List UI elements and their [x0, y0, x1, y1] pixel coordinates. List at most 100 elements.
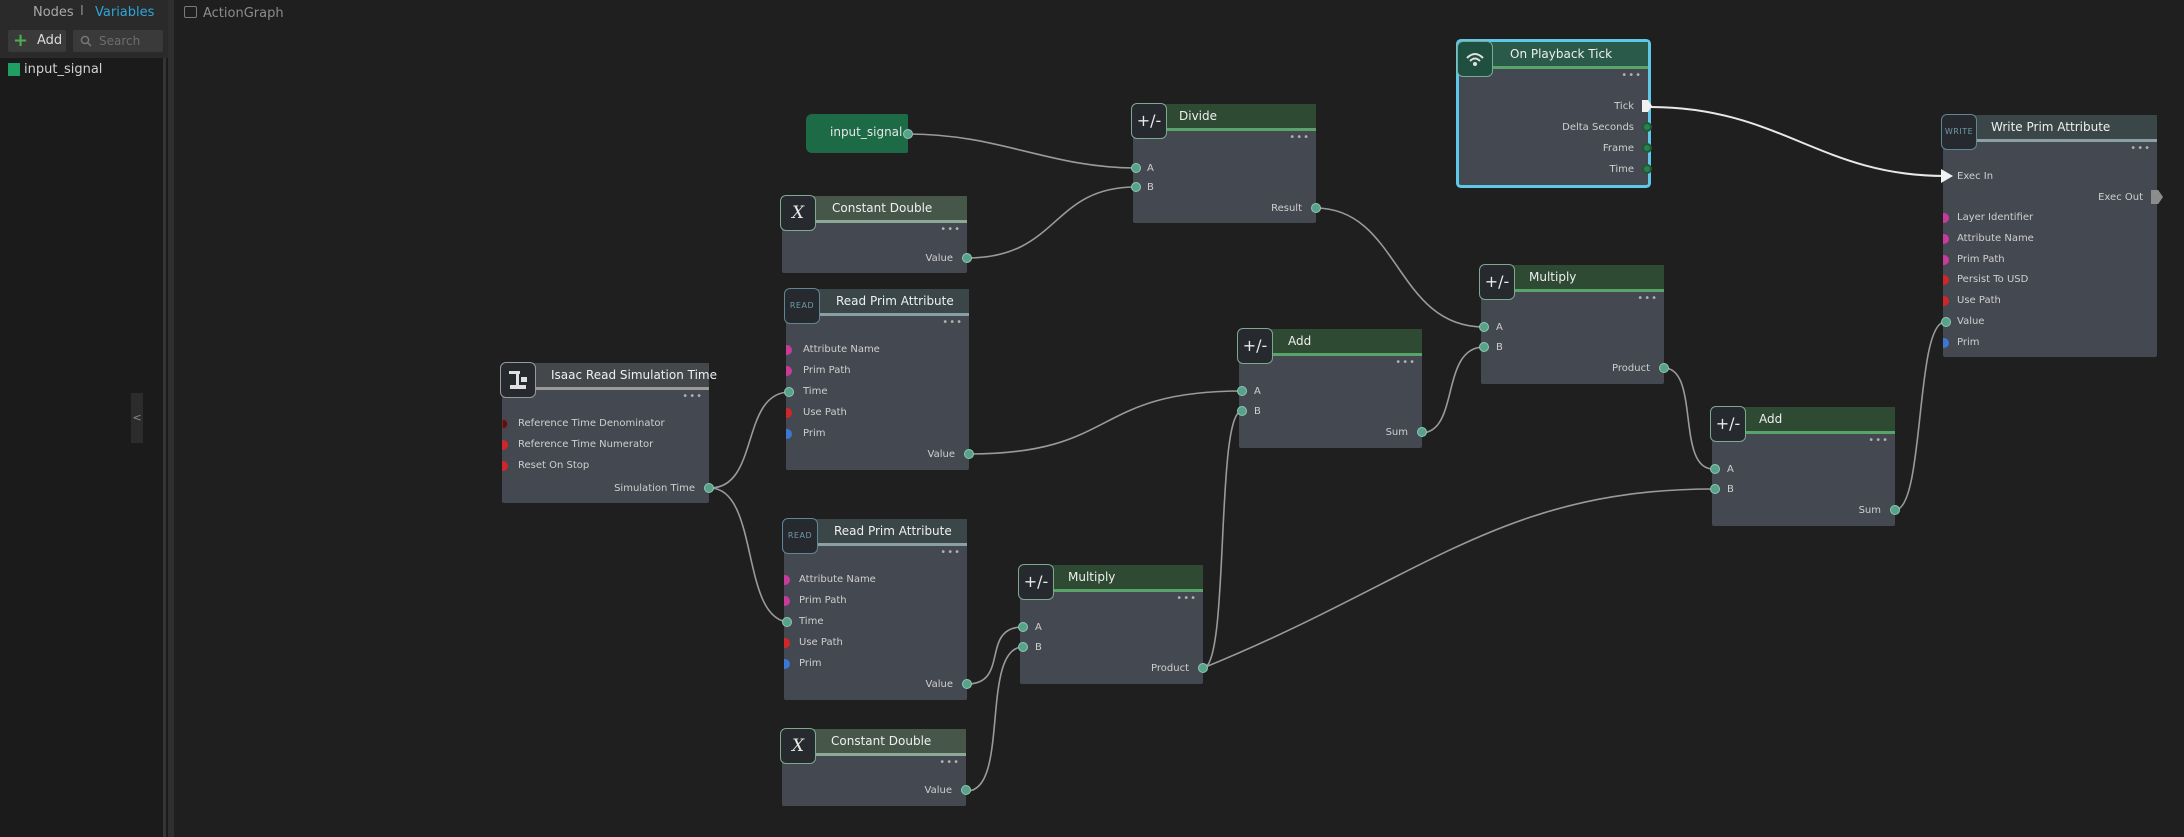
port-sum[interactable] — [1890, 505, 1900, 515]
port-a[interactable] — [1018, 622, 1028, 632]
port-attribute-name[interactable] — [786, 345, 792, 355]
node-isaac-read-simulation-time[interactable]: Isaac Read Simulation Time ••• Reference… — [500, 362, 717, 503]
node-options-button[interactable]: ••• — [942, 317, 963, 328]
wire-simtime-to-read2[interactable] — [709, 487, 791, 623]
wire-var-to-divide-a[interactable] — [907, 133, 1137, 169]
tab-variables[interactable]: Variables — [95, 5, 155, 20]
node-options-button[interactable]: ••• — [939, 757, 960, 768]
port-sum[interactable] — [1417, 427, 1427, 437]
node-constant-double[interactable]: X Constant Double ••• Value — [780, 728, 971, 806]
port-prim[interactable] — [1943, 338, 1949, 348]
port-a[interactable] — [1131, 163, 1141, 173]
search-input[interactable] — [99, 32, 159, 50]
port-prim[interactable] — [784, 659, 790, 669]
wire-mult2-to-add2-b[interactable] — [1202, 488, 1714, 669]
port-b[interactable] — [1710, 484, 1720, 494]
node-read-prim-attribute[interactable]: READ Read Prim Attribute ••• Attribute N… — [784, 288, 974, 470]
node-header[interactable] — [502, 363, 709, 389]
port-delta-seconds[interactable] — [1642, 122, 1652, 132]
port-b[interactable] — [1479, 342, 1489, 352]
wire-divide-to-mult1-a[interactable] — [1314, 207, 1485, 328]
port-reference-time-numerator[interactable] — [502, 440, 508, 450]
add-variable-button[interactable]: + Add — [8, 30, 66, 52]
port-prim[interactable] — [786, 429, 792, 439]
wire-tick-to-write-exec[interactable] — [1649, 106, 1946, 177]
isaac-robot-icon — [500, 362, 536, 398]
port-exec-out[interactable] — [2151, 190, 2163, 204]
node-multiply[interactable]: +/- Multiply ••• A B Product — [1018, 564, 1208, 684]
node-options-button[interactable]: ••• — [1176, 593, 1197, 604]
node-options-button[interactable]: ••• — [1868, 435, 1889, 446]
panel-splitter[interactable] — [168, 0, 174, 837]
node-options-button[interactable]: ••• — [2130, 143, 2151, 154]
port-tick[interactable] — [1642, 100, 1652, 112]
port-use-path[interactable] — [786, 408, 792, 418]
port-exec-in[interactable] — [1941, 169, 1953, 183]
port-use-path[interactable] — [1943, 296, 1949, 306]
port-reset-on-stop[interactable] — [502, 461, 508, 471]
port-value[interactable] — [962, 679, 972, 689]
node-on-playback-tick[interactable]: On Playback Tick ••• Tick Delta Seconds … — [1457, 41, 1652, 185]
port-prim-path[interactable] — [1943, 255, 1949, 265]
node-multiply[interactable]: +/- Multiply ••• A B Product — [1479, 264, 1669, 384]
port-label: Time — [799, 616, 824, 627]
port-label: Result — [1271, 203, 1302, 214]
node-options-button[interactable]: ••• — [1621, 70, 1642, 81]
wire-mult1-to-add2-a[interactable] — [1663, 367, 1714, 470]
node-add[interactable]: +/- Add ••• A B Sum — [1710, 406, 1900, 526]
variable-node-input-signal[interactable]: input_signal — [806, 114, 913, 153]
node-options-button[interactable]: ••• — [1637, 293, 1658, 304]
collapse-panel-handle[interactable]: < — [131, 393, 143, 443]
variable-item-input-signal[interactable]: input_signal — [6, 62, 166, 79]
port-value[interactable] — [962, 253, 972, 263]
node-add[interactable]: +/- Add ••• A B Sum — [1237, 328, 1427, 448]
port-b[interactable] — [1131, 182, 1141, 192]
port-prim-path[interactable] — [786, 366, 792, 376]
port-b[interactable] — [1237, 406, 1247, 416]
node-options-button[interactable]: ••• — [940, 547, 961, 558]
wire-read2-to-mult2-a[interactable] — [966, 626, 1024, 685]
port-frame[interactable] — [1642, 143, 1652, 153]
node-divide[interactable]: +/- Divide ••• A B Result — [1131, 103, 1321, 223]
port-layer-identifier[interactable] — [1943, 213, 1949, 223]
wire-add2-to-write-value[interactable] — [1894, 321, 1946, 511]
port-a[interactable] — [1479, 322, 1489, 332]
port-time[interactable] — [1642, 164, 1652, 174]
node-options-button[interactable]: ••• — [682, 391, 703, 402]
port-a[interactable] — [1237, 386, 1247, 396]
port-attribute-name[interactable] — [784, 575, 790, 585]
wire-mult2-to-add1-b[interactable] — [1202, 410, 1243, 669]
node-read-prim-attribute[interactable]: READ Read Prim Attribute ••• Attribute N… — [782, 518, 972, 700]
port-product[interactable] — [1659, 363, 1669, 373]
port-a[interactable] — [1710, 464, 1720, 474]
wire-const-to-divide-b[interactable] — [966, 186, 1137, 259]
port-reference-time-denominator[interactable] — [502, 419, 508, 429]
wire-read1-to-add1-a[interactable] — [968, 390, 1243, 455]
wire-simtime-to-read1[interactable] — [709, 391, 791, 489]
wire-const2-to-mult2-b[interactable] — [966, 646, 1024, 792]
node-options-button[interactable]: ••• — [1395, 357, 1416, 368]
node-header[interactable] — [1943, 115, 2157, 141]
node-write-prim-attribute[interactable]: WRITE Write Prim Attribute ••• Exec In E… — [1941, 114, 2163, 357]
port-b[interactable] — [1018, 642, 1028, 652]
port-result[interactable] — [1311, 203, 1321, 213]
port-product[interactable] — [1198, 663, 1208, 673]
port-persist-to-usd[interactable] — [1943, 275, 1949, 285]
port-prim-path[interactable] — [784, 596, 790, 606]
node-options-button[interactable]: ••• — [940, 224, 961, 235]
wire-add1-to-mult1-b[interactable] — [1420, 346, 1485, 434]
port-use-path[interactable] — [784, 638, 790, 648]
port-time[interactable] — [784, 387, 794, 397]
variable-output-port[interactable] — [903, 129, 913, 139]
breadcrumb[interactable]: ActionGraph — [184, 6, 284, 21]
port-value[interactable] — [961, 785, 971, 795]
port-time[interactable] — [782, 617, 792, 627]
port-value[interactable] — [964, 449, 974, 459]
port-simulation-time[interactable] — [704, 483, 714, 493]
node-constant-double[interactable]: X Constant Double ••• Value — [780, 195, 972, 273]
tab-nodes[interactable]: Nodes — [33, 5, 74, 20]
node-options-button[interactable]: ••• — [1289, 132, 1310, 143]
port-attribute-name[interactable] — [1943, 234, 1949, 244]
port-value[interactable] — [1941, 317, 1951, 327]
search-box[interactable] — [73, 30, 163, 52]
